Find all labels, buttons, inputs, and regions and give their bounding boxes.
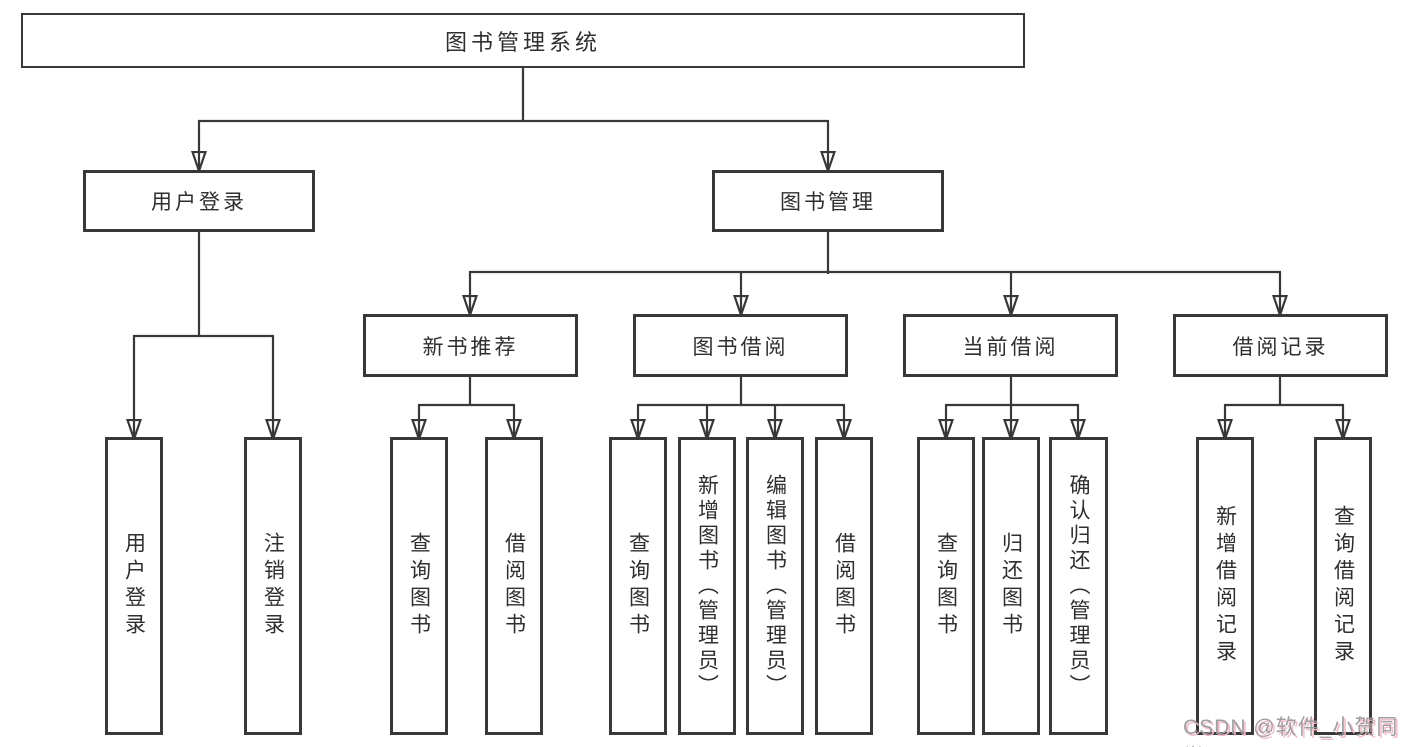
node-root: 图书管理系统: [21, 13, 1025, 68]
node-borrow-book-recommend: 借阅图书: [485, 437, 543, 735]
node-current-borrow: 当前借阅: [903, 314, 1118, 377]
node-borrow-record: 借阅记录: [1173, 314, 1388, 377]
node-user-login: 用户登录: [83, 170, 315, 232]
node-new-book-recommend: 新书推荐: [363, 314, 578, 377]
node-query-book-current: 查询图书: [917, 437, 975, 735]
node-edit-book-admin: 编辑图书（管理员）: [746, 437, 804, 735]
node-book-borrow: 图书借阅: [633, 314, 848, 377]
node-add-book-admin: 新增图书（管理员）: [678, 437, 736, 735]
node-confirm-return-admin: 确认归还（管理员）: [1049, 437, 1108, 735]
node-add-borrow-record: 新增借阅记录: [1196, 437, 1254, 735]
node-book-management: 图书管理: [712, 170, 944, 232]
node-query-book-borrow: 查询图书: [609, 437, 667, 735]
node-query-book-recommend: 查询图书: [390, 437, 448, 735]
csdn-watermark: CSDN @软件_小贺同学: [1183, 716, 1399, 747]
node-borrow-book-borrow: 借阅图书: [815, 437, 873, 735]
node-user-login-leaf: 用户登录: [105, 437, 163, 735]
node-logout-leaf: 注销登录: [244, 437, 302, 735]
node-query-borrow-record: 查询借阅记录: [1314, 437, 1372, 735]
node-return-book: 归还图书: [982, 437, 1040, 735]
